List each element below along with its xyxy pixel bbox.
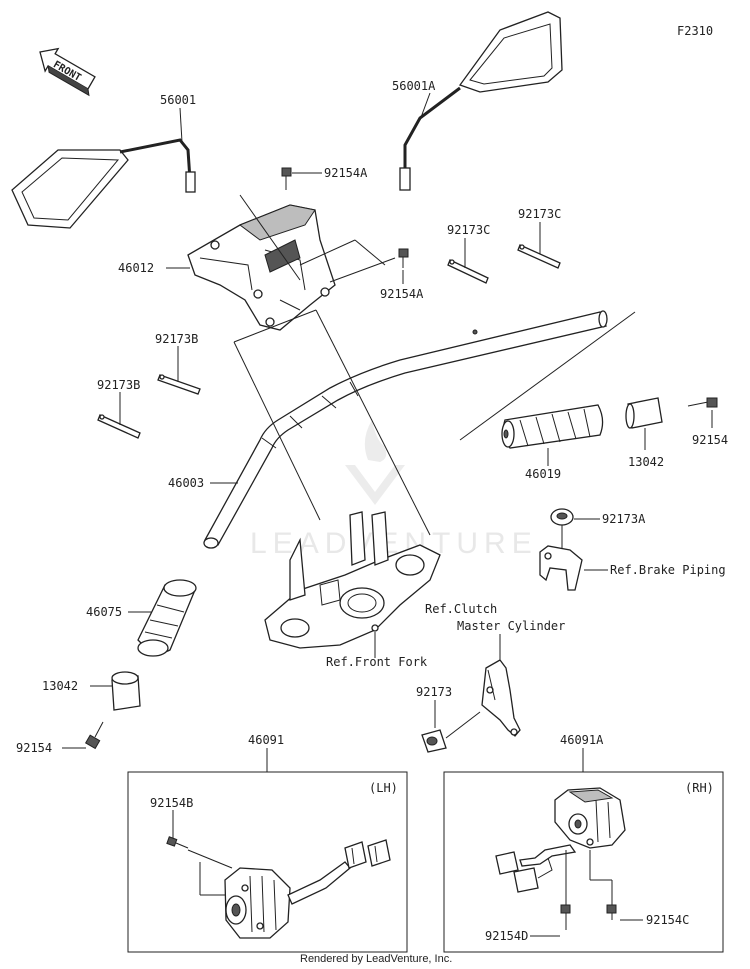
part-92154A-bolt-top bbox=[281, 167, 292, 190]
part-56001-left-mirror bbox=[11, 138, 196, 229]
label-92154A-top: 92154A bbox=[324, 166, 368, 180]
part-56001A-right-mirror bbox=[399, 11, 563, 191]
part-92173C-band-2 bbox=[517, 244, 561, 269]
label-ref-clutch-1: Ref.Clutch bbox=[425, 602, 497, 616]
label-46091: 46091 bbox=[248, 733, 284, 747]
label-46003: 46003 bbox=[168, 476, 204, 490]
rh-switch-box-frame bbox=[443, 771, 724, 953]
part-92173B-band-2 bbox=[97, 414, 141, 439]
label-46075: 46075 bbox=[86, 605, 122, 619]
part-46091A-rh-switch-housing bbox=[495, 787, 626, 893]
label-92173A: 92173A bbox=[602, 512, 646, 526]
watermark-logo-icon bbox=[345, 465, 405, 505]
part-92154D-screw bbox=[560, 850, 571, 930]
label-46012: 46012 bbox=[118, 261, 154, 275]
figure-code: F2310 bbox=[677, 24, 713, 38]
part-46075-left-grip bbox=[137, 579, 197, 657]
label-13042-left: 13042 bbox=[42, 679, 78, 693]
watermark-flame-icon bbox=[364, 420, 387, 462]
lh-switch-box-frame bbox=[127, 771, 408, 953]
label-92154D: 92154D bbox=[485, 929, 528, 943]
part-92173A-clamp bbox=[550, 508, 574, 526]
ref-front-fork-bracket bbox=[264, 511, 441, 649]
part-92173B-band-1 bbox=[157, 374, 201, 395]
label-46019: 46019 bbox=[525, 467, 561, 481]
part-92154B-screw bbox=[166, 836, 189, 849]
part-13042-right-weight bbox=[625, 397, 663, 429]
label-ref-brake-piping: Ref.Brake Piping bbox=[610, 563, 726, 577]
part-92154A-bolt-mid bbox=[398, 248, 409, 268]
label-56001A: 56001A bbox=[392, 79, 436, 93]
label-92154-right: 92154 bbox=[692, 433, 728, 447]
label-lh: (LH) bbox=[369, 781, 398, 795]
label-13042-right: 13042 bbox=[628, 455, 664, 469]
label-92173B-1: 92173B bbox=[155, 332, 198, 346]
label-ref-clutch-2: Master Cylinder bbox=[457, 619, 565, 633]
label-92173C-1: 92173C bbox=[447, 223, 490, 237]
label-56001: 56001 bbox=[160, 93, 196, 107]
front-arrow-icon: FRONT bbox=[39, 47, 96, 97]
label-ref-front-fork: Ref.Front Fork bbox=[326, 655, 428, 669]
part-46019-right-grip bbox=[501, 404, 604, 449]
part-92154-right-bolt bbox=[687, 397, 718, 408]
label-rh: (RH) bbox=[685, 781, 714, 795]
label-92154A-mid: 92154A bbox=[380, 287, 424, 301]
watermark: LEADVENTURE bbox=[250, 420, 532, 560]
ref-brake-piping-bracket bbox=[539, 525, 583, 591]
label-92154B: 92154B bbox=[150, 796, 193, 810]
label-92154-left: 92154 bbox=[16, 741, 52, 755]
part-46091-lh-switch-housing bbox=[224, 839, 391, 939]
part-92173-clamp bbox=[421, 729, 447, 753]
label-92154C: 92154C bbox=[646, 913, 689, 927]
label-92173C-2: 92173C bbox=[518, 207, 561, 221]
ref-clutch-master-cylinder-bracket bbox=[481, 659, 521, 737]
label-92173B-2: 92173B bbox=[97, 378, 140, 392]
footer-credit: Rendered by LeadVenture, Inc. bbox=[300, 953, 452, 965]
label-92173: 92173 bbox=[416, 685, 452, 699]
part-13042-left-weight bbox=[111, 671, 141, 711]
part-92154-left-bolt bbox=[84, 721, 104, 750]
part-92173C-band-1 bbox=[447, 259, 489, 284]
part-92154C-screw bbox=[589, 850, 617, 920]
part-46012-handlebar-holder bbox=[187, 204, 336, 331]
label-46091A: 46091A bbox=[560, 733, 604, 747]
